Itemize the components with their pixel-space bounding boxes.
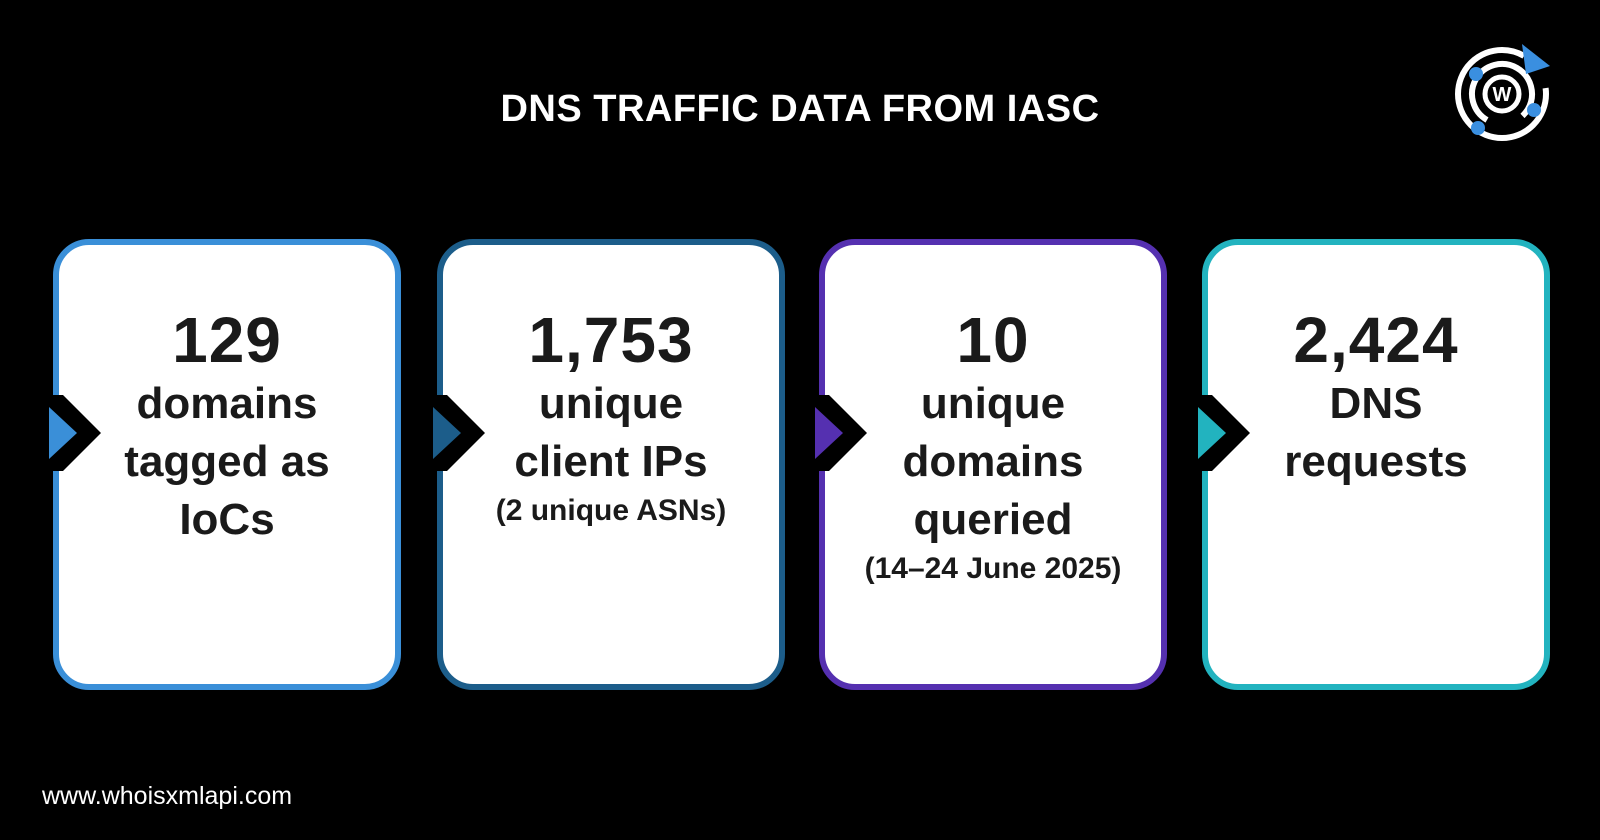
stat-label: client IPs (514, 437, 708, 486)
stat-label: domains (902, 437, 1084, 486)
logo-letter: W (1493, 84, 1512, 106)
stat-card-client-ips: 1,753 unique client IPs (2 unique ASNs) (433, 239, 785, 690)
stat-card-iocs: 129 domains tagged as IoCs (49, 239, 401, 690)
stat-card-dns-requests: 2,424 DNS requests (1198, 239, 1550, 690)
stat-label: unique (920, 379, 1066, 428)
stat-label: IoCs (179, 495, 275, 544)
stat-label: domains (136, 379, 318, 428)
stat-label: unique (538, 379, 684, 428)
page-title: DNS TRAFFIC DATA FROM IASC (500, 88, 1100, 130)
arrow-icon (815, 395, 867, 471)
stat-label: tagged as (124, 437, 330, 486)
stat-subtext: (14–24 June 2025) (864, 552, 1122, 585)
stat-card-domains-queried: 10 unique domains queried (14–24 June 20… (815, 239, 1167, 690)
stat-number: 10 (956, 304, 1030, 376)
whoisxmlapi-logo: W (1455, 44, 1550, 141)
stat-label: queried (913, 495, 1073, 544)
arrow-icon (1198, 395, 1250, 471)
website-url: www.whoisxmlapi.com (42, 782, 293, 810)
arrow-icon (433, 395, 485, 471)
stat-number: 2,424 (1293, 304, 1459, 376)
stat-label: DNS (1329, 379, 1423, 428)
stat-number: 1,753 (528, 304, 694, 376)
stat-number: 129 (172, 304, 282, 376)
stat-subtext: (2 unique ASNs) (495, 494, 727, 527)
stat-label: requests (1284, 437, 1468, 486)
arrow-icon (49, 395, 101, 471)
